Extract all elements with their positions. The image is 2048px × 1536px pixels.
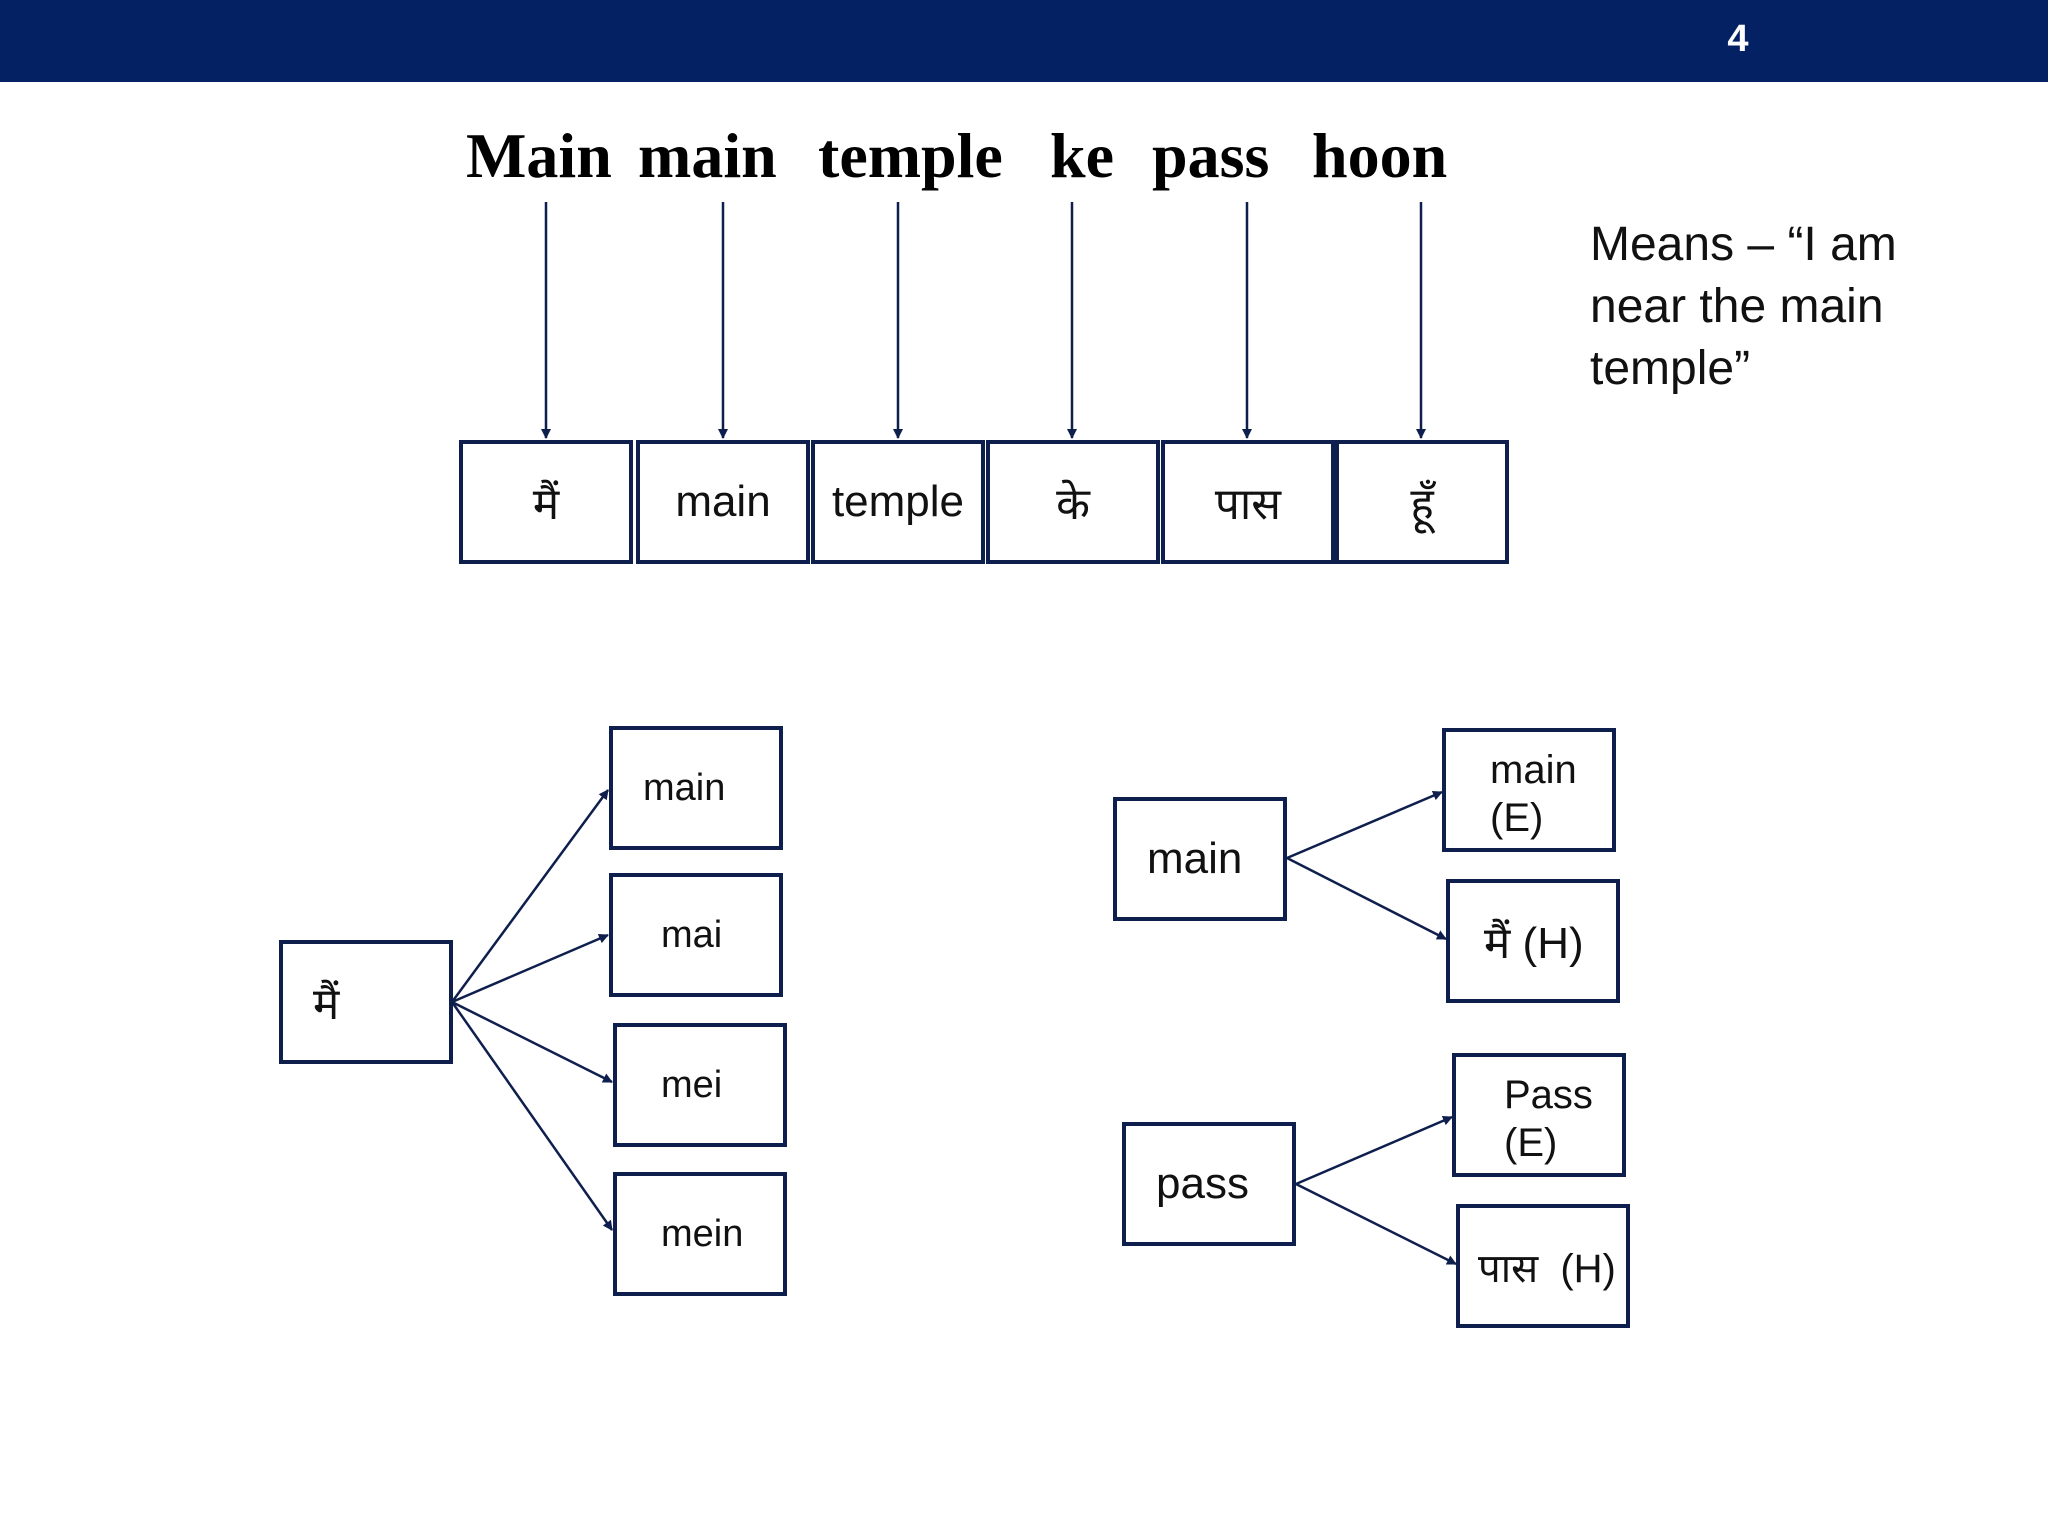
arrow-variant-mein <box>450 1001 614 1231</box>
arrow-variant-mei <box>451 1000 613 1084</box>
lang-source-label: pass <box>1156 1159 1249 1208</box>
lang-english-box-pass: Pass (E) <box>1452 1053 1626 1177</box>
token-box-5: पास <box>1161 440 1335 564</box>
variant-box-main: main <box>609 726 783 850</box>
variant-box-mei: mei <box>613 1023 787 1147</box>
token-box-4: के <box>986 440 1160 564</box>
token-label: के <box>1056 480 1090 529</box>
variant-source-box: मैं <box>279 940 453 1064</box>
lang-source-label: main <box>1147 834 1243 883</box>
variant-label: main <box>643 766 726 809</box>
sentence-word-1: Main <box>466 120 612 191</box>
header-bar: 4 <box>0 0 2048 82</box>
lang-hindi-box-main: मैं (H) <box>1446 879 1620 1003</box>
sentence-word-4: ke <box>1050 120 1114 191</box>
token-box-6: हूँ <box>1335 440 1509 564</box>
lang-source-box-main: main <box>1113 797 1287 921</box>
meaning-text: Means – “I am near the main temple” <box>1590 218 1897 395</box>
arrow-main-english <box>1286 790 1443 860</box>
sentence-word-2: main <box>638 120 777 191</box>
variant-box-mai: mai <box>609 873 783 997</box>
page-number: 4 <box>1727 18 1749 60</box>
arrow-pass-hindi <box>1295 1182 1457 1266</box>
token-box-1: मैं <box>459 440 633 564</box>
token-label: हूँ <box>1410 480 1434 529</box>
variant-source-label: मैं <box>313 980 340 1029</box>
lang-hindi-label: मैं (H) <box>1484 919 1584 968</box>
lang-english-box-main: main (E) <box>1442 728 1616 852</box>
lang-hindi-box-pass: पास (H) <box>1456 1204 1630 1328</box>
token-label: मैं <box>532 480 560 529</box>
sentence-word-5: pass <box>1152 120 1270 191</box>
arrow-main-hindi <box>1286 856 1447 941</box>
arrow-pass-english <box>1295 1115 1453 1186</box>
token-label: temple <box>831 477 965 526</box>
token-box-3: temple <box>811 440 985 564</box>
variant-label: mein <box>661 1212 744 1255</box>
lang-hindi-label: पास (H) <box>1478 1246 1616 1291</box>
token-box-2: main <box>636 440 810 564</box>
arrow-variant-mai <box>451 933 609 1004</box>
token-label: main <box>675 477 771 526</box>
variant-label: mai <box>661 913 723 956</box>
variant-label: mei <box>661 1063 723 1106</box>
lang-source-box-pass: pass <box>1122 1122 1296 1246</box>
variant-box-mein: mein <box>613 1172 787 1296</box>
sentence-word-6: hoon <box>1312 120 1448 191</box>
arrow-variant-main <box>450 789 610 1003</box>
sentence-word-3: temple <box>818 120 1003 191</box>
token-label: पास <box>1214 480 1282 529</box>
